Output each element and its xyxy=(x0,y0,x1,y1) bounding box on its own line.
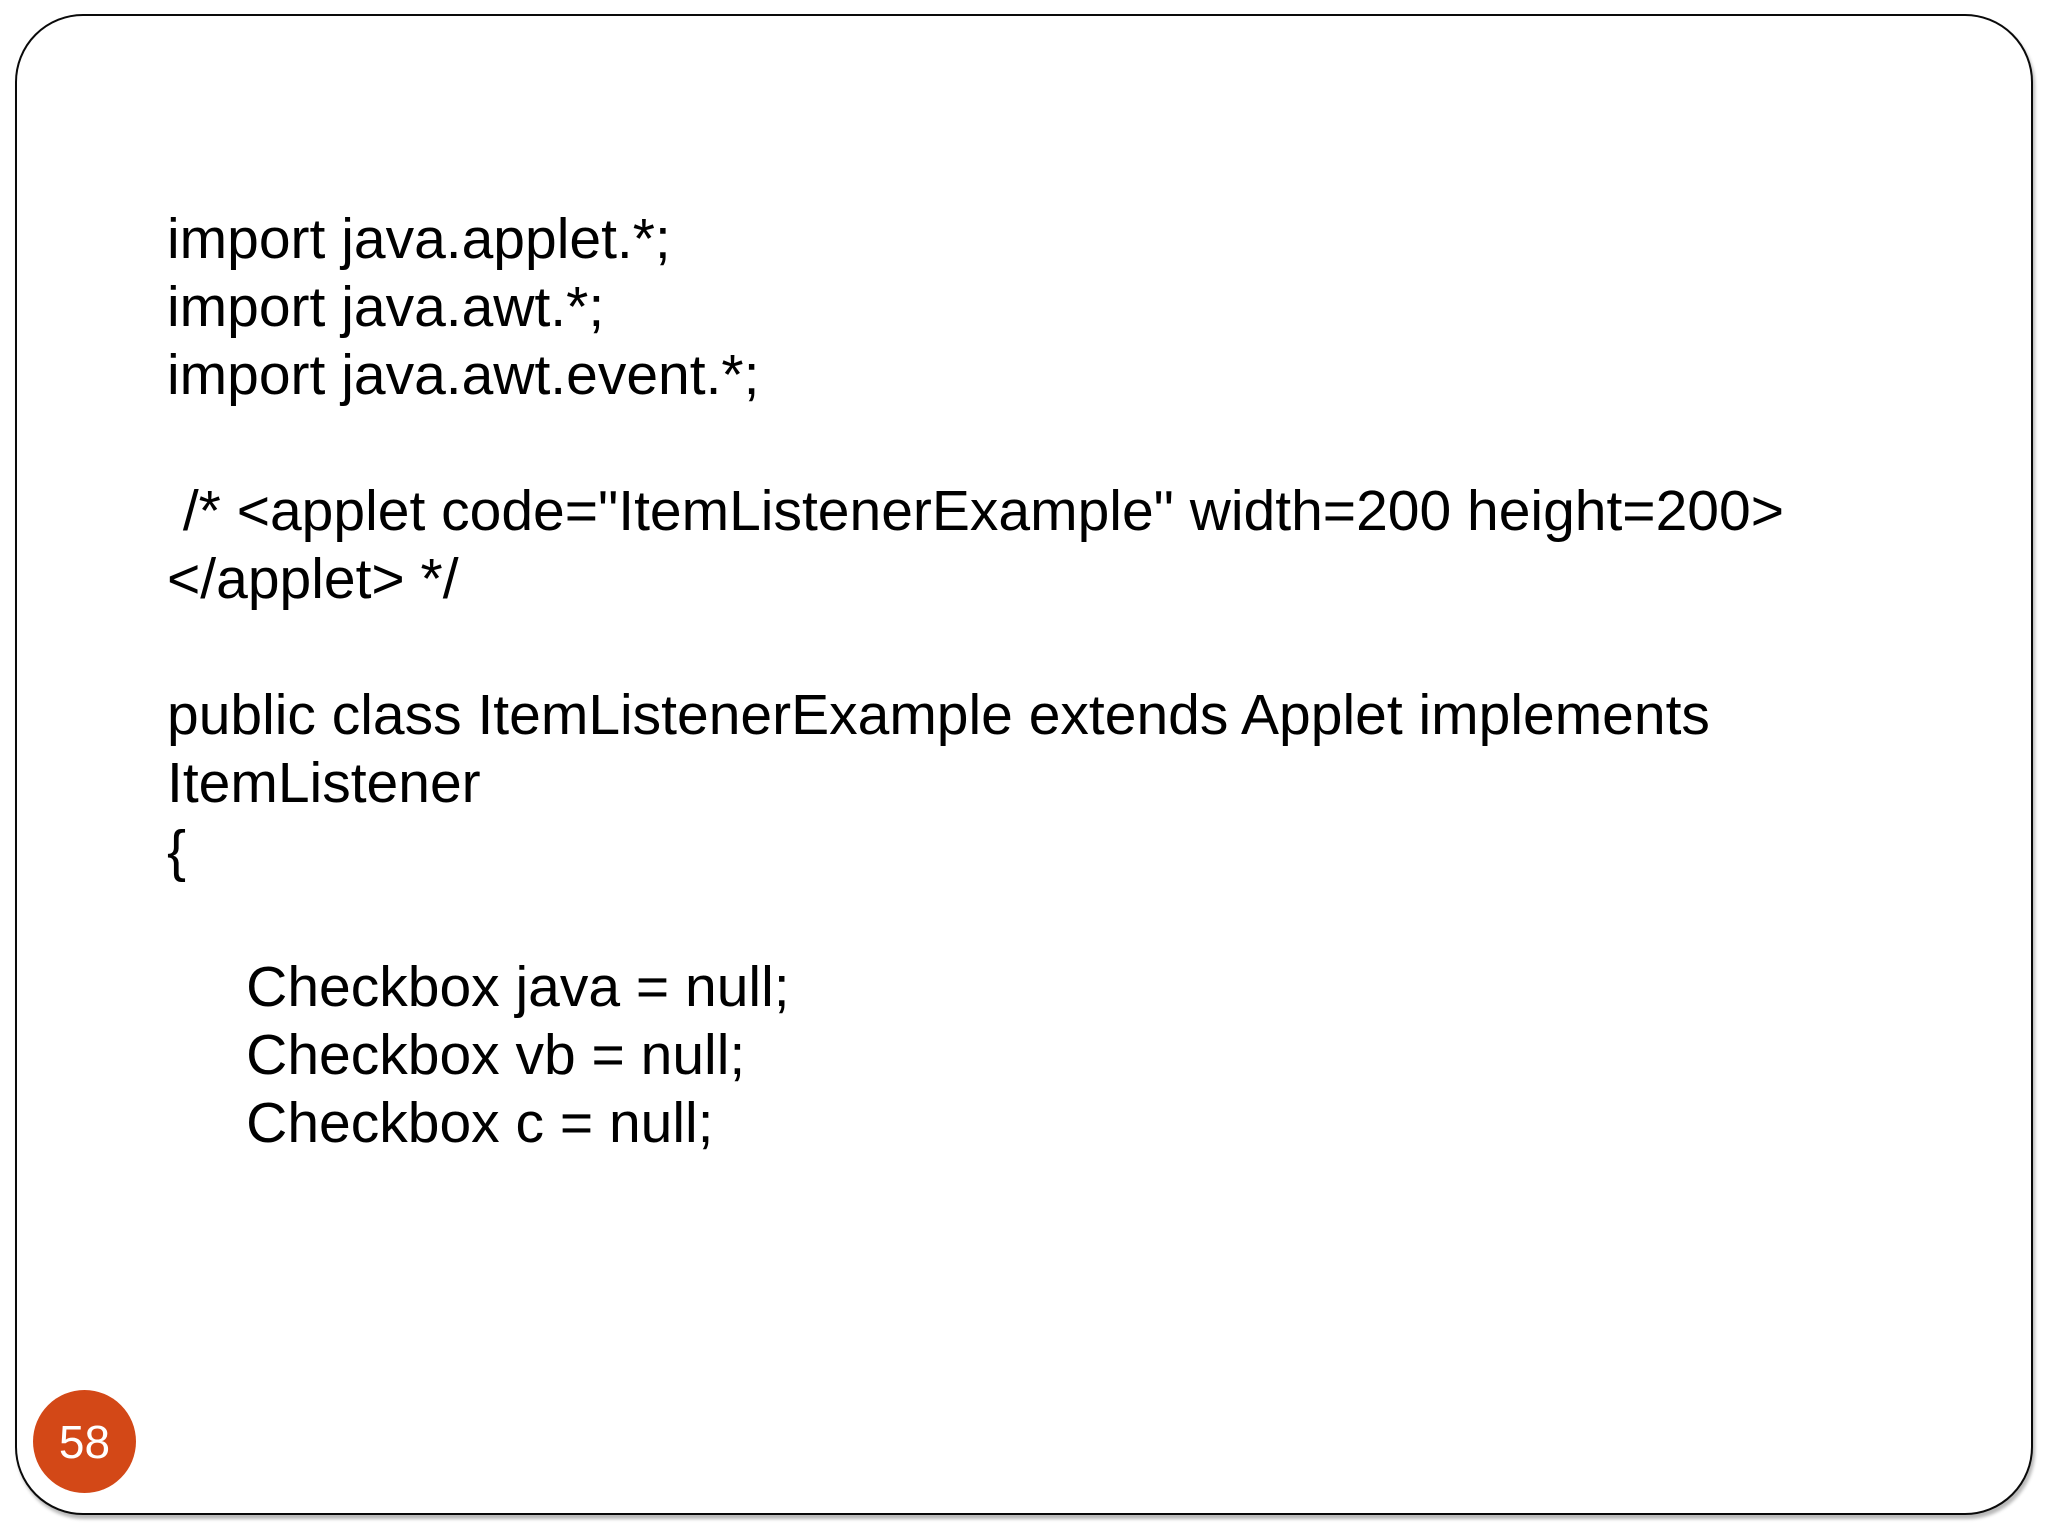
page-number: 58 xyxy=(58,1415,111,1468)
slide-frame xyxy=(15,14,2033,1515)
code-line: ItemListener xyxy=(167,751,481,815)
code-line: </applet> */ xyxy=(167,547,459,611)
code-line: /* <applet code="ItemListenerExample" wi… xyxy=(167,479,1784,543)
code-line: { xyxy=(167,819,187,883)
code-line: Checkbox c = null; xyxy=(167,1091,714,1155)
code-line: import java.awt.*; xyxy=(167,275,605,339)
code-line: import java.awt.event.*; xyxy=(167,343,760,407)
code-line: Checkbox java = null; xyxy=(167,955,790,1019)
code-line xyxy=(167,409,1907,477)
code-line: import java.applet.*; xyxy=(167,207,671,271)
code-line: Checkbox vb = null; xyxy=(167,1023,746,1087)
code-block: import java.applet.*;import java.awt.*;i… xyxy=(167,205,1907,1157)
code-line xyxy=(167,885,1907,953)
code-line: public class ItemListenerExample extends… xyxy=(167,683,1710,747)
code-line xyxy=(167,613,1907,681)
page-number-badge: 58 xyxy=(33,1390,136,1493)
